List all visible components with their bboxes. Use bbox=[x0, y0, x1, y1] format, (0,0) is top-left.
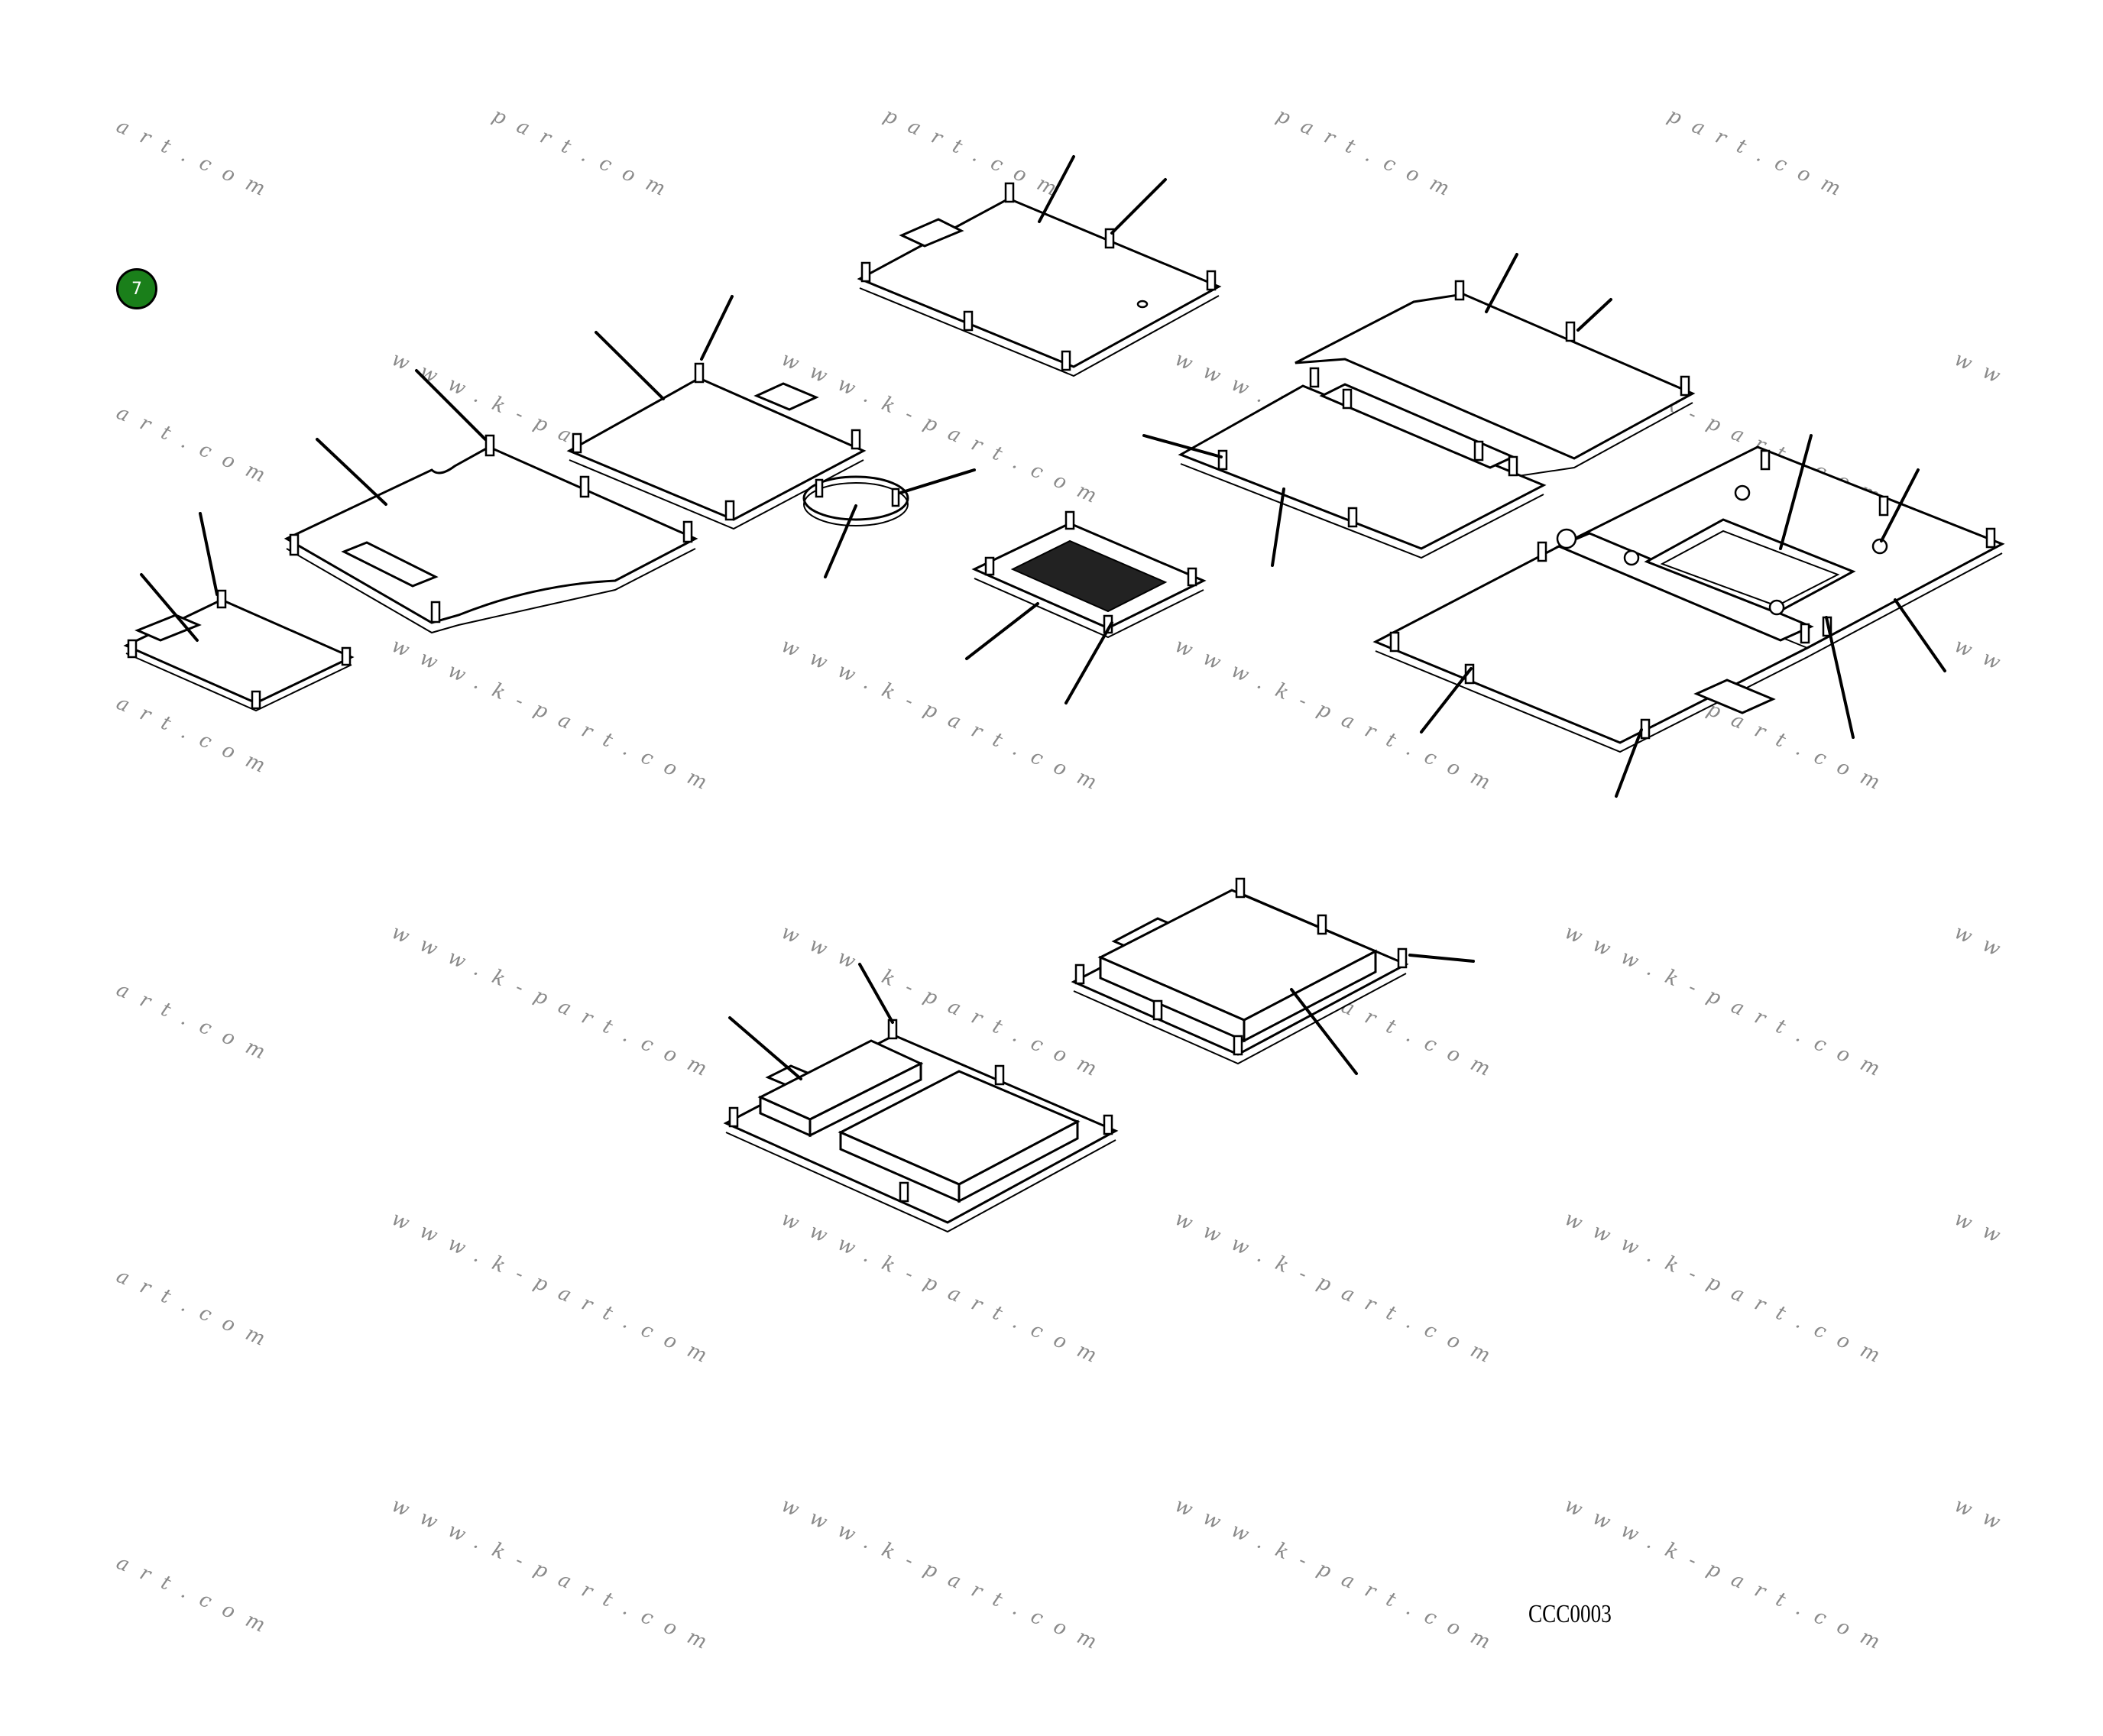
plate-top-center bbox=[857, 155, 1222, 377]
drawing-code: CCC0003 bbox=[1528, 1600, 1612, 1628]
plate-mesh bbox=[965, 510, 1207, 704]
plate-large-right bbox=[1372, 434, 2005, 798]
plate-upper-mid-left bbox=[566, 295, 867, 530]
board-lower-center bbox=[723, 963, 1119, 1233]
plate-irregular-large bbox=[284, 369, 698, 634]
step-number-badge: 7 bbox=[116, 268, 157, 309]
gasket-oval bbox=[802, 468, 976, 578]
plate-small-left bbox=[123, 512, 355, 712]
plate-double-upper-right bbox=[1142, 253, 1696, 567]
board-lower-right bbox=[1071, 877, 1475, 1075]
